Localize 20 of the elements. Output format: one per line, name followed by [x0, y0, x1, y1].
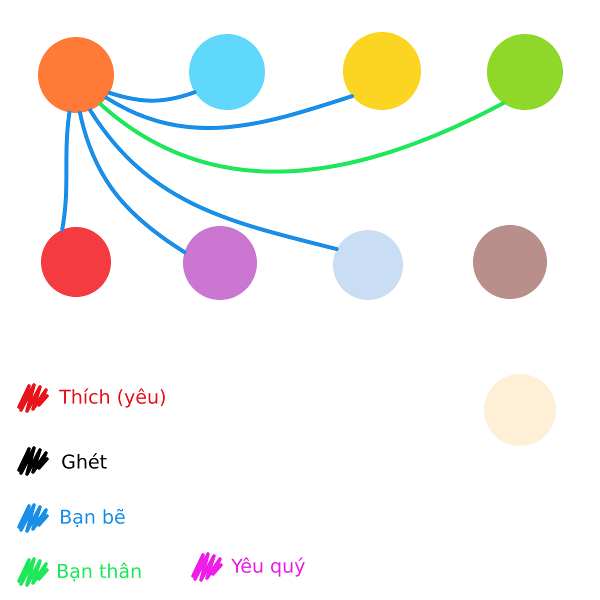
connector-line [98, 101, 506, 174]
connector-line [108, 90, 197, 103]
legend-label: Yêu quý [231, 557, 305, 577]
legend-label: Ghét [62, 453, 107, 469]
circle [487, 34, 563, 110]
circle [473, 225, 547, 299]
circle [484, 374, 556, 446]
connector-line [78, 111, 186, 254]
circle [38, 37, 114, 113]
legend-label: Bạn bẽ [61, 508, 125, 528]
connector-line [60, 110, 72, 232]
legend-label: Thích (yêu) [59, 388, 165, 408]
circle [183, 226, 257, 300]
legend-label: Bạn thân [58, 562, 141, 582]
circle [343, 32, 421, 110]
circle [333, 230, 403, 300]
connector-line [88, 108, 339, 252]
connector-line [104, 94, 354, 130]
circle [41, 227, 111, 297]
circle [189, 34, 265, 110]
